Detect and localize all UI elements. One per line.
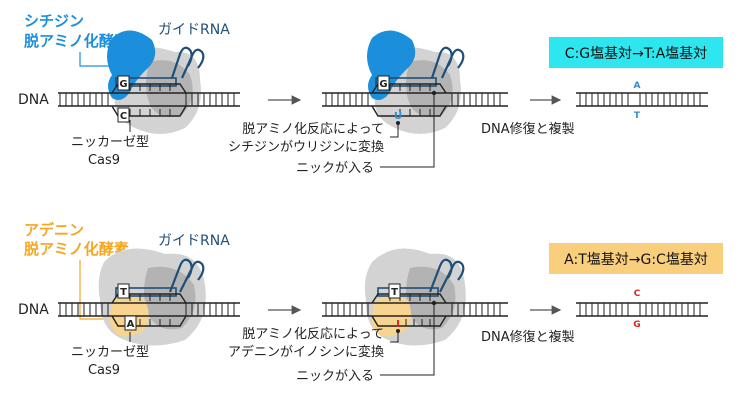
- top-panel: シチジン 脱アミノ化酵素 ガイドRNA DNA G C ニッカーゼ型 Cas9: [18, 12, 723, 176]
- bottom-panel: アデニン 脱アミノ化酵素 ガイドRNA DNA T A ニッカーゼ型 Cas9: [18, 221, 723, 384]
- bottom-guide-rna-label: ガイドRNA: [158, 233, 230, 249]
- bottom-reaction-leader: [390, 332, 399, 343]
- guide-rna-strand: [115, 287, 177, 297]
- bottom-dna-3: [576, 302, 708, 317]
- bottom-base-top: T: [120, 287, 127, 298]
- cas9-lobe: [146, 60, 193, 118]
- bottom-dna-1: [58, 293, 240, 327]
- bottom-reaction-line1: 脱アミノ化反応によって: [242, 327, 384, 342]
- bottom-reaction-dot: [396, 329, 400, 333]
- top-nickase-line1: ニッカーゼ型: [71, 135, 149, 150]
- bottom-base-bottom: A: [127, 319, 135, 330]
- bottom-enzyme-label-line1: アデニン: [24, 221, 84, 239]
- guide-rna-hairpin: [428, 258, 465, 293]
- guide-rna-hairpin: [168, 258, 205, 293]
- top-reaction-dot: [396, 121, 400, 125]
- top-base-box-top: [117, 75, 130, 91]
- top-enzyme-label-line1: シチジン: [24, 12, 84, 30]
- top-cas9-complex-1: [107, 30, 205, 135]
- top-cas9-complex-2: [367, 30, 465, 135]
- bottom-nickase-line2: Cas9: [88, 363, 120, 378]
- top-reaction-line1: 脱アミノ化反応によって: [242, 122, 384, 137]
- top-guide-rna-label: ガイドRNA: [158, 22, 230, 38]
- top-result-base-bottom: T: [634, 111, 641, 121]
- bottom-nick-dot: [431, 300, 437, 306]
- cas9-lobe: [406, 266, 456, 330]
- guide-rna-hairpin: [170, 46, 205, 79]
- top-base-box-top-2: [377, 75, 390, 91]
- bottom-result-base-bottom: G: [633, 320, 640, 330]
- top-nick-dot: [431, 90, 437, 96]
- bottom-reaction-line2: アデニンがイノシンに変換: [228, 344, 384, 360]
- top-dna-3: [576, 92, 708, 107]
- bottom-dna-label: DNA: [18, 302, 49, 318]
- top-enzyme-leader: [79, 52, 112, 67]
- top-nick-label: ニックが入る: [296, 161, 374, 176]
- top-dna-2: [322, 83, 508, 117]
- bottom-base-box-top: [117, 283, 130, 299]
- bottom-nickase-line1: ニッカーゼ型: [71, 345, 149, 360]
- bottom-repair-label: DNA修復と複製: [481, 329, 575, 345]
- guide-rna-hairpin: [430, 46, 465, 79]
- bottom-cas9-complex-1: [98, 248, 206, 346]
- top-result-text: C:G塩基対→T:A塩基対: [565, 45, 707, 62]
- top-reaction-leader: [390, 124, 399, 138]
- top-dna-1: [58, 83, 240, 117]
- top-enzyme-label-line2: 脱アミノ化酵素: [24, 32, 129, 50]
- cas9-lobe: [406, 60, 453, 118]
- top-base-bottom: C: [120, 111, 127, 122]
- guide-rna-strand: [115, 77, 177, 87]
- top-result-box: [549, 37, 723, 68]
- top-nick-leader: [380, 94, 435, 168]
- top-reaction-line2: シチジンがウリジンに変換: [228, 139, 384, 155]
- bottom-enzyme-label-line2: 脱アミノ化酵素: [24, 240, 129, 258]
- bottom-base-box-bottom: [124, 315, 137, 331]
- bottom-result-base-top: C: [634, 289, 641, 299]
- guide-rna-strand: [375, 77, 437, 87]
- bottom-dna-2: [322, 293, 508, 327]
- bottom-cas9-complex-2: [364, 248, 466, 346]
- top-base-uracil: U: [394, 111, 402, 122]
- top-dna-label: DNA: [18, 92, 49, 108]
- bottom-result-box: [549, 243, 723, 274]
- top-repair-label: DNA修復と複製: [481, 121, 575, 137]
- top-base-box-bottom: [117, 107, 130, 123]
- top-nickase-line2: Cas9: [88, 153, 120, 168]
- top-base-top-2: G: [379, 79, 387, 90]
- bottom-base-top-2: T: [391, 287, 398, 298]
- bottom-nick-leader: [380, 304, 435, 376]
- bottom-enzyme-leader: [79, 260, 112, 320]
- bottom-base-box-top-2: [388, 283, 401, 299]
- guide-rna-strand: [377, 287, 439, 297]
- bottom-result-text: A:T塩基対→G:C塩基対: [564, 251, 708, 268]
- bottom-base-inosine: I: [396, 319, 400, 330]
- top-base-top: G: [119, 79, 127, 90]
- bottom-nick-label: ニックが入る: [296, 369, 374, 384]
- top-result-base-top: A: [634, 81, 641, 91]
